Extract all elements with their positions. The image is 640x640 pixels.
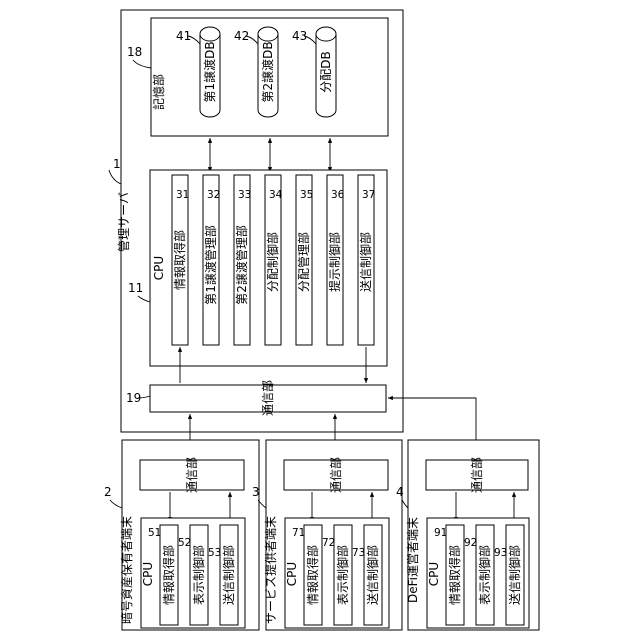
unit-ref-51: 51 xyxy=(148,527,161,539)
db-label-41: 第1譲渡DB xyxy=(202,41,217,102)
unit-label-53: 送信制御部 xyxy=(221,545,236,605)
unit-ref-72: 72 xyxy=(322,537,335,549)
unit-ref-33: 33 xyxy=(238,189,251,201)
unit-label-34: 分配制御部 xyxy=(265,232,280,292)
unit-ref-53: 53 xyxy=(208,547,221,559)
terminal-3: 3 サービス提供者端末 通信部 CPU 情報取得部 71 表示制御部 72 送信… xyxy=(252,440,402,630)
cpu-unit-33: 第2譲渡管理部 33 xyxy=(234,175,251,345)
server-cpu: 11 CPU 情報取得部 31 第1譲渡管理部 32 第2譲渡管理部 33 xyxy=(128,170,387,366)
unit-ref-73: 73 xyxy=(352,547,365,559)
storage-unit: 18 記憶部 第1譲渡DB 41 第2譲渡DB 42 xyxy=(127,18,388,136)
unit-label-51: 情報取得部 xyxy=(161,545,176,605)
storage-ref: 18 xyxy=(127,45,142,59)
terminal3-label: サービス提供者端末 xyxy=(263,516,278,624)
unit-ref-36: 36 xyxy=(331,189,345,201)
terminal4-leader xyxy=(402,500,408,508)
terminal3-ref: 3 xyxy=(252,485,260,499)
unit-ref-34: 34 xyxy=(269,189,283,201)
terminal4-label: DeFi運営者端末 xyxy=(406,517,420,603)
unit-ref-32: 32 xyxy=(207,189,220,201)
unit-label-32: 第1譲渡管理部 xyxy=(203,225,218,305)
unit-label-33: 第2譲渡管理部 xyxy=(234,225,249,305)
unit-ref-92: 92 xyxy=(464,537,477,549)
unit-ref-52: 52 xyxy=(178,537,191,549)
db-label-42: 第2譲渡DB xyxy=(260,41,275,102)
db-label-43: 分配DB xyxy=(319,51,333,92)
terminal2-ref: 2 xyxy=(104,485,112,499)
terminal-2: 2 暗号資産保有者端末 通信部 CPU 情報取得部 51 表示制御部 52 送信… xyxy=(104,440,259,630)
unit-label-92: 表示制御部 xyxy=(477,545,492,605)
terminal2-label: 暗号資産保有者端末 xyxy=(119,516,134,624)
cpu-label: CPU xyxy=(152,256,166,280)
unit-label-52: 表示制御部 xyxy=(191,545,206,605)
unit-label-35: 分配管理部 xyxy=(296,232,311,292)
terminal4-comm-label: 通信部 xyxy=(469,457,484,493)
server-ref: 1 xyxy=(113,157,121,171)
terminal3-cpu-label: CPU xyxy=(285,562,299,586)
unit-label-37: 送信制御部 xyxy=(358,232,373,292)
server-label: 管理サーバ xyxy=(116,192,131,252)
cpu-unit-31: 情報取得部 31 xyxy=(172,175,189,345)
unit-label-31: 情報取得部 xyxy=(172,230,187,290)
cpu-unit-35: 分配管理部 35 xyxy=(296,175,313,345)
unit-label-72: 表示制御部 xyxy=(335,545,350,605)
terminal4-cpu-label: CPU xyxy=(427,562,441,586)
server-comm-label: 通信部 xyxy=(260,380,275,416)
cpu-unit-37: 送信制御部 37 xyxy=(358,175,375,345)
management-server: 1 管理サーバ 18 記憶部 第1譲渡DB 41 第2譲渡DB 42 xyxy=(109,10,403,432)
unit-label-91: 情報取得部 xyxy=(447,545,462,605)
unit-ref-93: 93 xyxy=(494,547,507,559)
storage-label: 記憶部 xyxy=(151,74,166,110)
cpu-unit-36: 提示制御部 36 xyxy=(327,175,345,345)
terminal2-cpu-label: CPU xyxy=(141,562,155,586)
terminal4-ref: 4 xyxy=(396,485,404,499)
server-leader xyxy=(109,170,121,184)
unit-label-36: 提示制御部 xyxy=(327,232,342,292)
unit-ref-37: 37 xyxy=(362,189,375,201)
terminal2-leader xyxy=(110,500,122,508)
unit-ref-31: 31 xyxy=(176,189,189,201)
unit-ref-35: 35 xyxy=(300,189,313,201)
cpu-unit-32: 第1譲渡管理部 32 xyxy=(203,175,220,345)
terminal2-comm-label: 通信部 xyxy=(184,457,199,493)
cpu-unit-34: 分配制御部 34 xyxy=(265,175,283,345)
terminal3-comm-label: 通信部 xyxy=(328,457,343,493)
unit-label-73: 送信制御部 xyxy=(365,545,380,605)
server-comm-unit: 通信部 19 xyxy=(126,380,386,416)
unit-ref-91: 91 xyxy=(434,527,447,539)
cpu-ref: 11 xyxy=(128,281,143,295)
unit-ref-71: 71 xyxy=(292,527,305,539)
unit-label-93: 送信制御部 xyxy=(507,545,522,605)
unit-label-71: 情報取得部 xyxy=(305,545,320,605)
terminal-4: 4 DeFi運営者端末 通信部 CPU 情報取得部 91 表示制御部 92 送信… xyxy=(396,440,539,630)
